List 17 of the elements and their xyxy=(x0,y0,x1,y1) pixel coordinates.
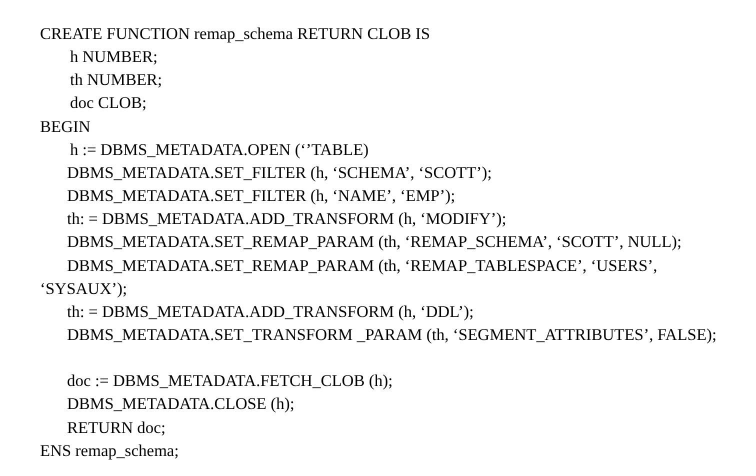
code-line: h NUMBER; xyxy=(70,46,158,68)
code-line: doc := DBMS_METADATA.FETCH_CLOB (h); xyxy=(67,370,393,392)
code-line: ENS remap_schema; xyxy=(40,440,179,462)
code-line: DBMS_METADATA.SET_REMAP_PARAM (th, ‘REMAP_SCHEMA’, ‘SCOTT’, NULL); xyxy=(67,231,682,254)
code-line: th NUMBER; xyxy=(70,69,162,92)
code-line: DBMS_METADATA.SET_TRANSFORM _PARAM (th, ‘SEGMENT_ATTRIBUTES’, FALSE); xyxy=(66,324,718,346)
code-line: DBMS_METADATA.SET_FILTER (h, ‘NAME’, ‘EMP’); xyxy=(67,185,456,208)
code-line: DBMS_METADATA.CLOSE (h); xyxy=(67,393,294,416)
code-line: DBMS_METADATA.SET_REMAP_PARAM (th, ‘REMAP_TABLESPACE’, ‘USERS’, ‘SYSAUX’); xyxy=(40,254,658,300)
code-line: h := DBMS_METADATA.OPEN (‘’TABLE) xyxy=(70,138,369,161)
code-line: RETURN doc; xyxy=(67,416,166,439)
code-line: th: = DBMS_METADATA.ADD_TRANSFORM (h, ‘MODIFY’); xyxy=(67,208,506,230)
code-line: CREATE FUNCTION remap_schema RETURN CLOB IS xyxy=(40,23,430,45)
code-line: DBMS_METADATA.SET_FILTER (h, ‘SCHEMA’, ‘SCOTT’); xyxy=(67,162,492,184)
code-line: BEGIN xyxy=(40,116,90,138)
code-line: th: = DBMS_METADATA.ADD_TRANSFORM (h, ‘DDL’); xyxy=(67,300,474,323)
code-line: doc CLOB; xyxy=(70,92,147,114)
